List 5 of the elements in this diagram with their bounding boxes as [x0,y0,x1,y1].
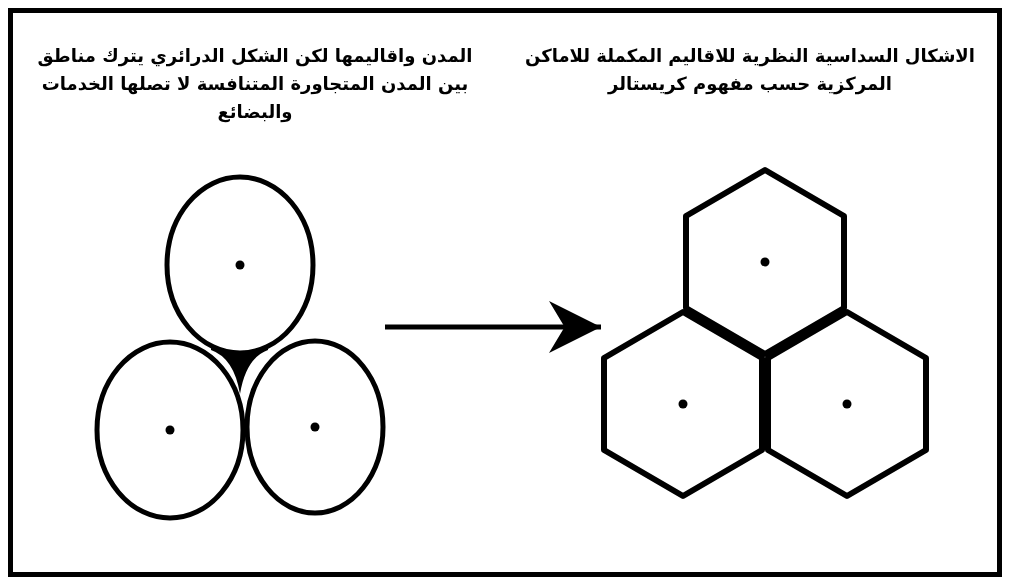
heading-text: المدن واقاليمها لكن الشكل الدرائري يترك مناطق بين المدن المتجاورة المتنافسة لا تصلها الخدمات والبضائع [36,44,474,125]
hexagons-drawing [601,167,929,499]
arrow [385,301,601,353]
circles-drawing [95,175,385,520]
heading-text: الاشكال السداسية النظرية للاقاليم المكملة للاماكن المركزية حسب مفهوم كريستالر [524,44,976,97]
